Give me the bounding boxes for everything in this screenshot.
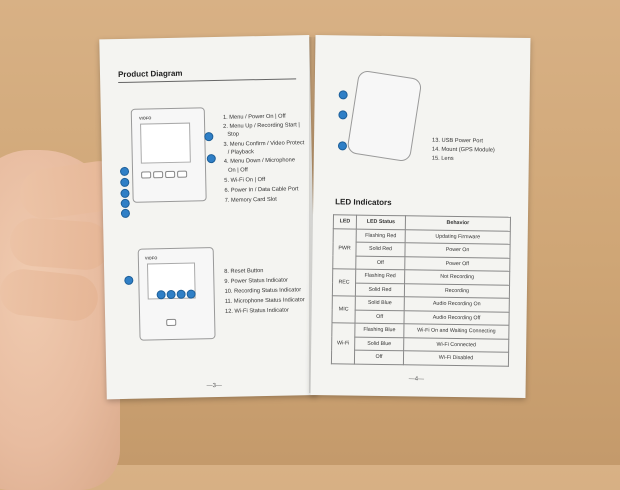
feature-item: 9. Power Status Indicator <box>224 277 288 285</box>
callout-marker <box>204 132 214 142</box>
page-number: —4— <box>408 376 425 383</box>
feature-item: 4. Menu Down / Microphone <box>223 157 296 165</box>
feature-item: 2. Menu Up / Recording Start | <box>223 122 300 130</box>
device-screen <box>140 122 191 164</box>
back-feature-list: 8. Reset Button 9. Power Status Indicato… <box>99 35 309 315</box>
led-behavior: Not Recording <box>404 269 510 285</box>
led-indicator-table: LED LED Status Behavior PWR Flashing Red… <box>331 214 511 366</box>
feature-item: 7. Memory Card Slot <box>224 196 277 204</box>
feature-item: 12. Wi-Fi Status Indicator <box>224 307 289 315</box>
led-behavior: Power Off <box>404 256 510 272</box>
led-behavior: Wi-Fi On and Waiting Connecting <box>403 323 509 339</box>
manual-booklet: Product Diagram VIOFO 1. Menu / Power On… <box>99 35 531 400</box>
feature-item: 1. Menu / Power On | Off <box>222 113 286 121</box>
led-status: Solid Blue <box>354 336 404 351</box>
feature-item: On | Off <box>227 167 248 174</box>
callout-marker <box>338 110 348 120</box>
led-behavior: Wi-Fi Disabled <box>403 350 509 366</box>
brand-logo: VIOFO <box>144 255 158 261</box>
feature-item: Stop <box>227 131 240 138</box>
table-header: LED <box>333 214 357 229</box>
callout-marker <box>206 154 216 164</box>
feature-item: 13. USB Power Port <box>432 137 483 145</box>
title-divider <box>118 78 297 84</box>
led-status: Off <box>354 309 405 324</box>
led-status: Flashing Red <box>355 269 405 284</box>
led-name: PWR <box>332 228 357 270</box>
feature-item: 3. Menu Confirm / Video Protect <box>223 140 305 148</box>
feature-item: 15. Lens <box>431 155 454 162</box>
mount-feature-list: 13. USB Power Port 14. Mount (GPS Module… <box>316 35 531 162</box>
callout-marker <box>120 198 130 209</box>
led-behavior: Recording <box>404 283 510 299</box>
table-row: Off Wi-Fi Disabled <box>331 350 509 366</box>
device-button <box>153 171 164 179</box>
dashcam-front-diagram: VIOFO <box>130 107 207 203</box>
feature-item: 6. Power In / Data Cable Port <box>224 186 299 194</box>
led-behavior: Power On <box>404 242 511 258</box>
callout-marker <box>120 177 130 188</box>
led-behavior: Audio Recording Off <box>403 310 510 326</box>
led-behavior: Updating Firmware <box>405 229 511 245</box>
feature-item: 5. Wi-Fi On | Off <box>224 176 266 184</box>
led-status: Flashing Red <box>356 228 406 243</box>
page-3: Product Diagram VIOFO 1. Menu / Power On… <box>99 35 317 400</box>
front-feature-list: 1. Menu / Power On | Off 2. Menu Up / Re… <box>99 35 309 204</box>
led-name: Wi-Fi <box>331 322 355 364</box>
feature-item: 14. Mount (GPS Module) <box>431 146 495 154</box>
index-finger <box>8 216 112 272</box>
led-status: Solid Red <box>355 242 406 257</box>
led-status: Off <box>355 255 405 270</box>
led-name: MIC <box>331 295 356 324</box>
led-status: Solid Blue <box>355 296 405 311</box>
led-status: Solid Red <box>355 282 405 297</box>
callout-marker <box>337 141 348 151</box>
device-button <box>141 171 152 179</box>
device-button <box>165 170 176 179</box>
callout-marker <box>120 208 131 219</box>
page-number: —3— <box>206 382 222 390</box>
led-name: REC <box>332 268 356 297</box>
table-header: Behavior <box>405 215 511 231</box>
section-title: LED Indicators <box>335 197 392 208</box>
device-button <box>166 318 177 327</box>
device-button <box>177 170 188 178</box>
led-status: Off <box>354 350 404 365</box>
feature-item: 10. Recording Status Indicator <box>224 287 302 295</box>
led-behavior: Wi-Fi Connected <box>403 337 509 353</box>
feature-item: / Playback <box>227 149 254 156</box>
feature-item: 11. Microphone Status Indicator <box>224 297 305 305</box>
dashcam-mount-diagram <box>346 69 423 163</box>
table-header: LED Status <box>356 215 406 230</box>
led-behavior: Audio Recording On <box>404 296 510 312</box>
page-title: Product Diagram <box>117 68 183 80</box>
callout-marker <box>124 275 134 285</box>
callout-marker <box>120 188 130 199</box>
callout-marker <box>338 90 348 100</box>
feature-item: 8. Reset Button <box>224 268 264 275</box>
led-status: Flashing Blue <box>354 323 404 338</box>
callout-marker <box>119 166 130 177</box>
page-4: 13. USB Power Port 14. Mount (GPS Module… <box>310 35 531 398</box>
brand-logo: VIOFO <box>138 115 152 121</box>
